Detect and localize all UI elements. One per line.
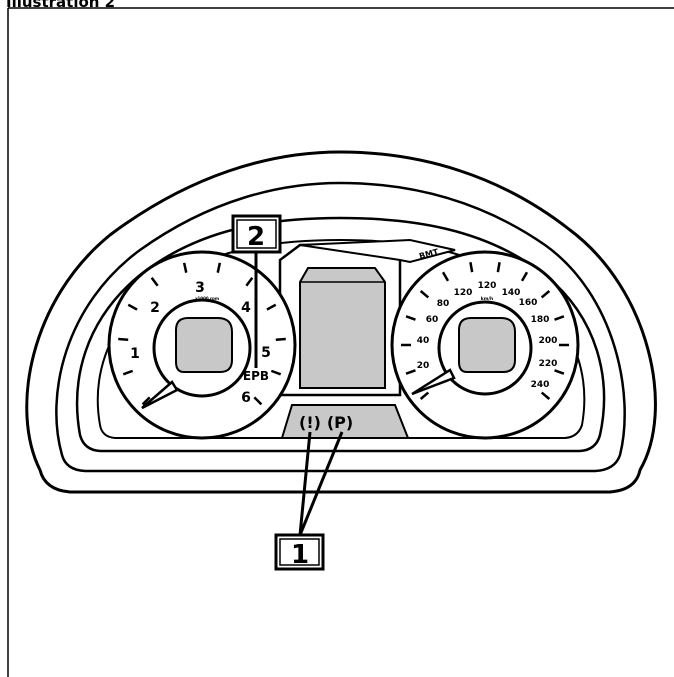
callout-1-box-inner bbox=[279, 538, 320, 566]
callout-2-box-inner bbox=[236, 219, 277, 249]
speedometer-tick bbox=[469, 262, 474, 273]
callout-1-number: 1 bbox=[291, 540, 309, 570]
speedometer-tick bbox=[540, 391, 551, 400]
callout-2-box bbox=[231, 214, 282, 254]
tachometer-tick bbox=[216, 262, 222, 273]
speed-label-140: 140 bbox=[502, 288, 521, 298]
speed-label-120a: 120 bbox=[454, 288, 473, 298]
illustration-title: Illustration 2 bbox=[6, 0, 116, 11]
speed-label-80: 80 bbox=[437, 299, 450, 309]
speedometer: 20 40 60 80 120 120 140 160 180 200 220 … bbox=[390, 250, 580, 440]
tachometer-tick bbox=[245, 277, 254, 287]
callout-1-leader-a bbox=[298, 431, 312, 536]
speed-label-220: 220 bbox=[539, 359, 558, 369]
tachometer-tick bbox=[141, 396, 151, 406]
brake-warning-icon: (!) bbox=[299, 413, 321, 432]
park-brake-icon: (P) bbox=[327, 413, 353, 432]
tachometer-tick bbox=[182, 262, 188, 273]
speed-label-120b: 120 bbox=[478, 281, 497, 291]
tachometer-tick bbox=[122, 369, 134, 376]
tach-label-2: 2 bbox=[150, 300, 160, 316]
speedometer-tick bbox=[540, 290, 551, 299]
callout-2-number: 2 bbox=[247, 222, 265, 252]
speedometer-screen bbox=[458, 317, 516, 373]
tach-label-1: 1 bbox=[130, 346, 140, 362]
speedometer-tick bbox=[554, 315, 565, 321]
tach-label-5: 5 bbox=[261, 345, 271, 361]
tachometer-tick bbox=[266, 303, 277, 311]
speed-label-40: 40 bbox=[417, 336, 430, 346]
speedometer-tick bbox=[405, 315, 416, 321]
tach-unit-label: x1000 rpm bbox=[195, 296, 219, 301]
tachometer-tick bbox=[118, 337, 129, 341]
tach-label-3: 3 bbox=[195, 280, 205, 296]
speedometer-tick bbox=[441, 271, 450, 282]
speedometer-tick bbox=[554, 369, 565, 375]
speed-label-160: 160 bbox=[519, 298, 538, 308]
speed-label-200: 200 bbox=[539, 336, 558, 346]
speed-label-180: 180 bbox=[531, 315, 550, 325]
callout-1: 1 bbox=[274, 431, 344, 571]
tachometer-ticks bbox=[118, 262, 286, 406]
epb-indicator: EPB bbox=[243, 369, 269, 383]
tachometer-tick bbox=[150, 277, 159, 287]
callout-1-leader-b bbox=[298, 431, 344, 536]
indicator-panel bbox=[280, 404, 410, 439]
speed-label-240: 240 bbox=[531, 380, 550, 390]
tach-label-6: 6 bbox=[241, 390, 251, 406]
tachometer-tick bbox=[253, 396, 263, 406]
speedometer-tick bbox=[496, 262, 501, 273]
tachometer-tick bbox=[275, 337, 286, 341]
callout-2: 2 bbox=[231, 214, 282, 368]
tachometer-needle bbox=[141, 380, 179, 410]
tachometer-screen bbox=[175, 317, 233, 373]
logo-strip bbox=[299, 238, 456, 264]
speedometer-tick bbox=[405, 369, 416, 375]
speed-unit-label: km/h bbox=[481, 296, 494, 302]
tachometer-tick bbox=[270, 369, 282, 376]
speedometer-tick bbox=[419, 290, 430, 299]
speedometer-tick bbox=[419, 391, 430, 400]
speedometer-needle bbox=[411, 368, 456, 396]
tachometer-tick bbox=[127, 303, 138, 311]
speed-label-20: 20 bbox=[417, 361, 430, 371]
speed-label-60: 60 bbox=[426, 315, 439, 325]
tach-label-4: 4 bbox=[241, 300, 251, 316]
tachometer: 1 2 3 4 5 6 x1000 rpm EPB bbox=[107, 250, 297, 440]
speedometer-tick bbox=[520, 271, 529, 282]
center-display-screen bbox=[299, 267, 386, 389]
callout-1-box bbox=[274, 533, 325, 571]
speedometer-ticks bbox=[401, 262, 569, 400]
